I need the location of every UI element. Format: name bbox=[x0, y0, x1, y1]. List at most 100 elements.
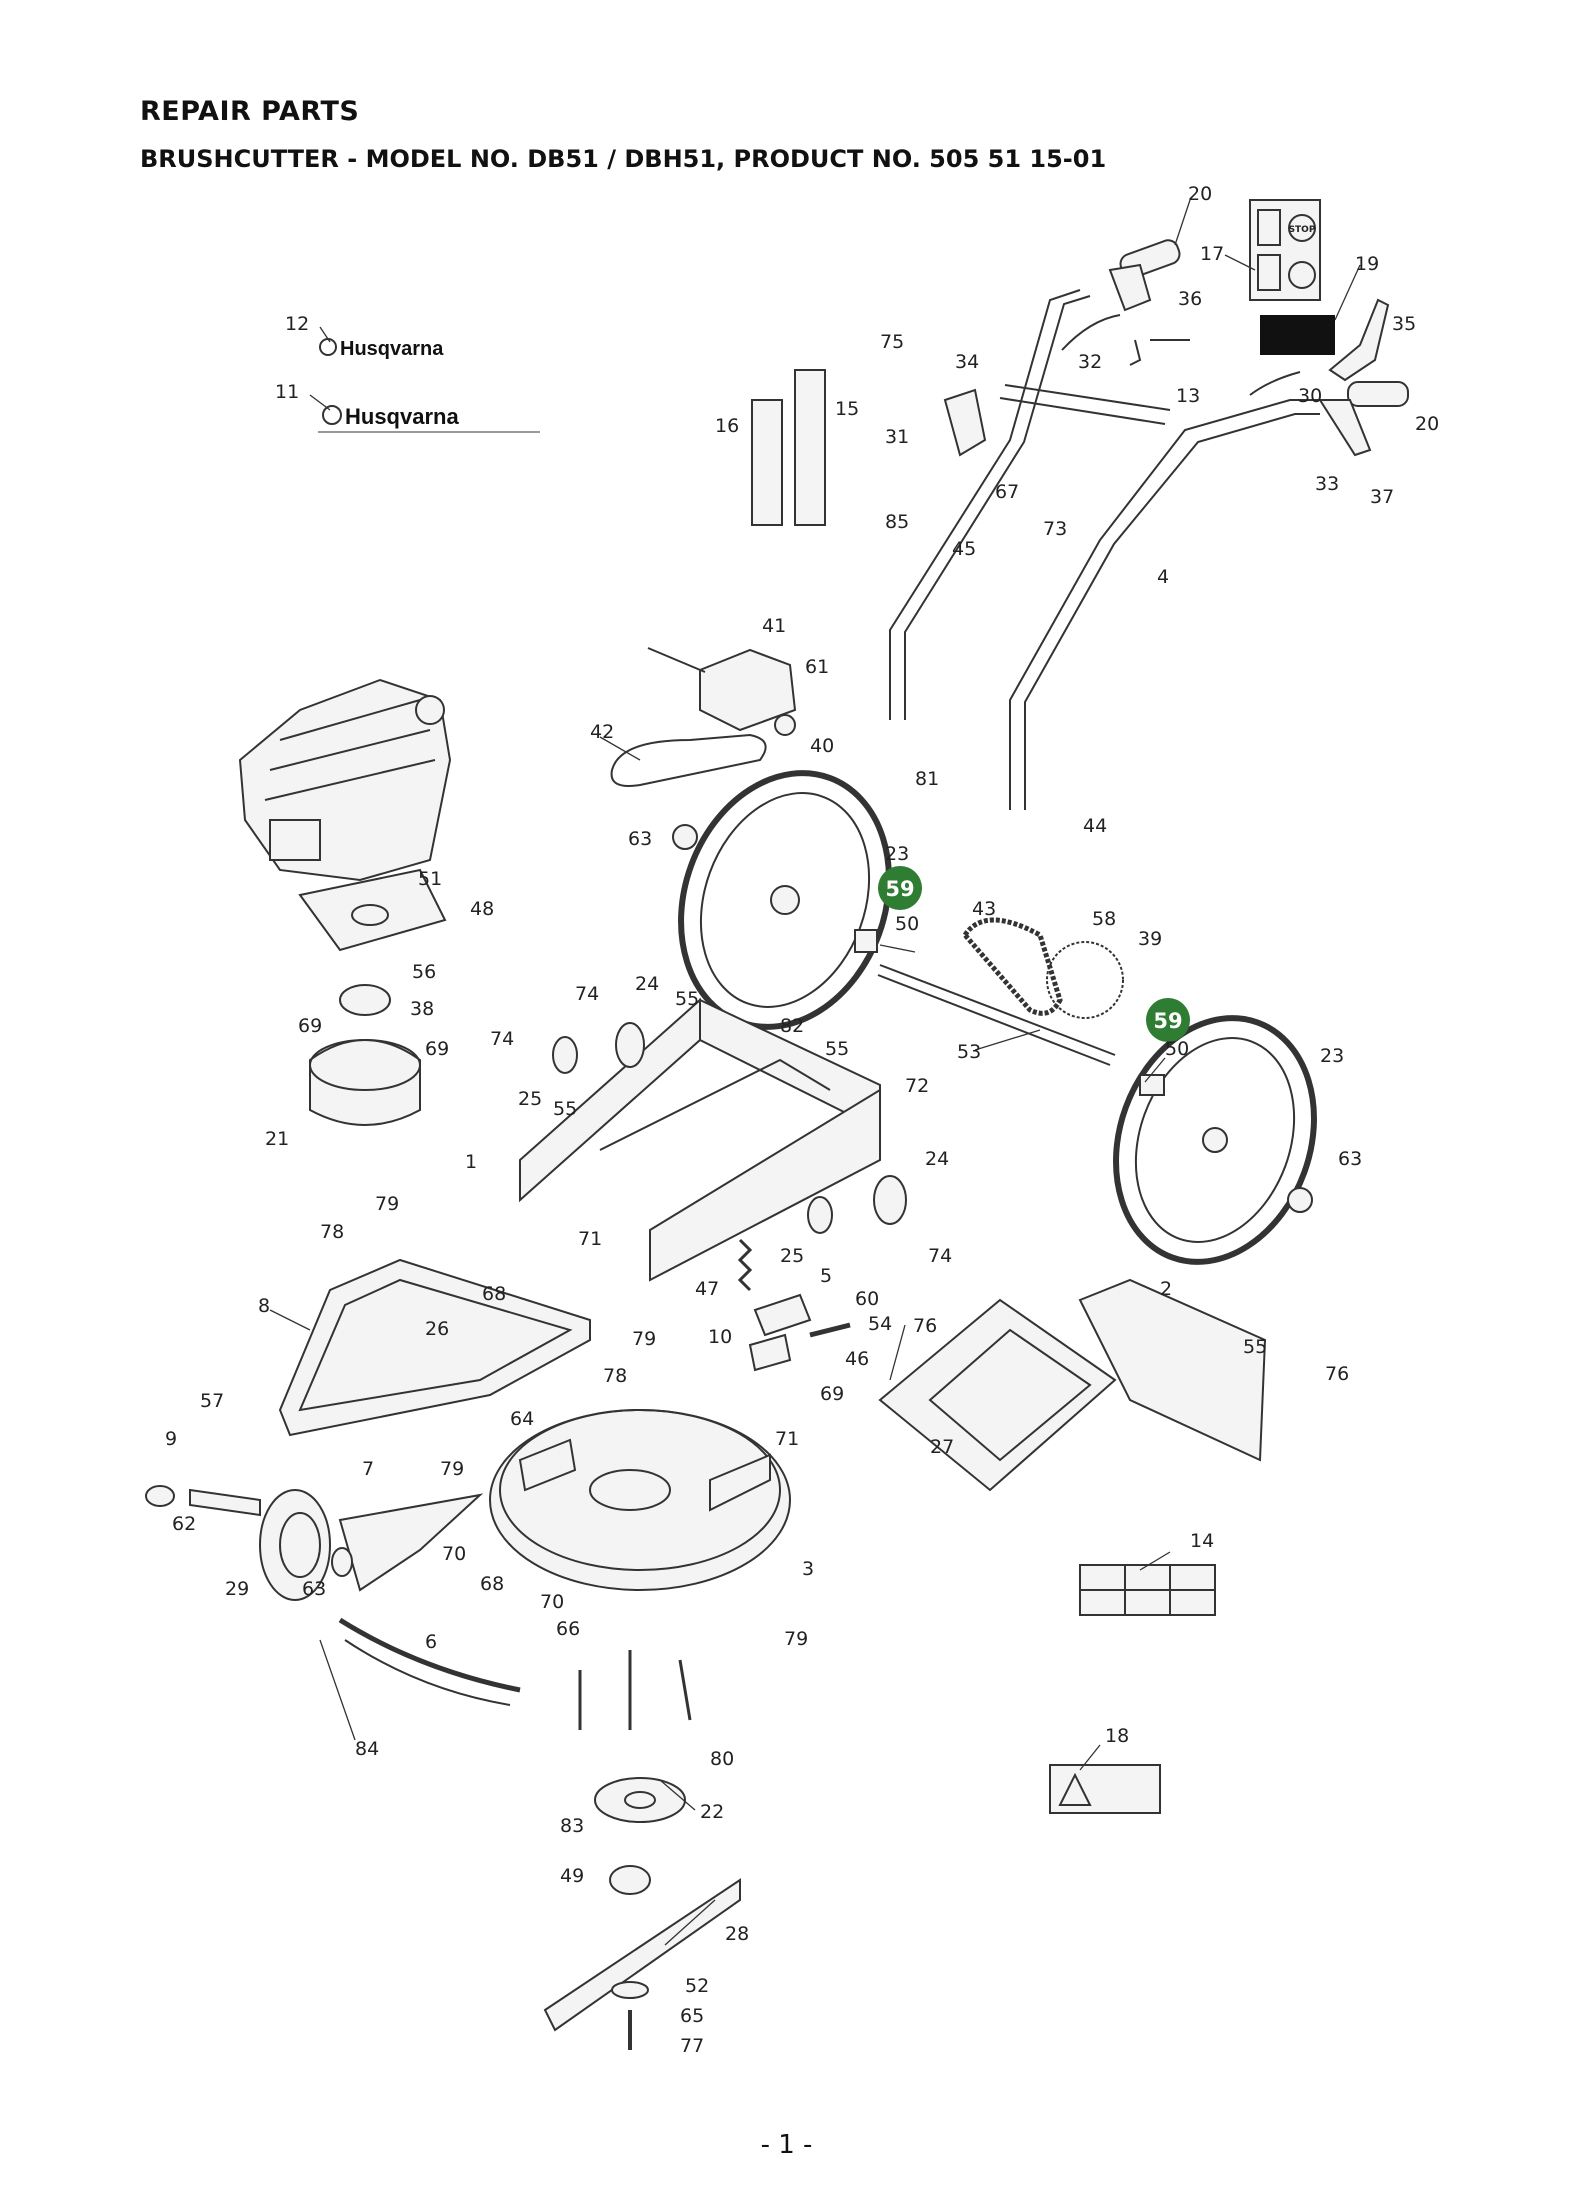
gearbox-41 bbox=[647, 647, 797, 732]
callout-77: 77 bbox=[680, 2035, 704, 2057]
blade-28 bbox=[543, 1878, 741, 2032]
callout-13: 13 bbox=[1176, 385, 1200, 407]
callout-81: 81 bbox=[915, 768, 939, 790]
callout-25: 25 bbox=[780, 1245, 804, 1267]
callout-23: 23 bbox=[1320, 1045, 1344, 1067]
decal-13 bbox=[1129, 339, 1190, 366]
front-wheel-29 bbox=[259, 1489, 331, 1601]
callout-12: 12 bbox=[285, 313, 309, 335]
callout-10: 10 bbox=[708, 1326, 732, 1348]
callout-16: 16 bbox=[715, 415, 739, 437]
decal-16 bbox=[751, 399, 783, 526]
knob-62 bbox=[145, 1485, 175, 1507]
callout-8: 8 bbox=[258, 1295, 270, 1317]
callout-24: 24 bbox=[925, 1148, 949, 1170]
callout-36: 36 bbox=[1178, 288, 1202, 310]
hubcap-63-front bbox=[331, 1547, 353, 1577]
page-number: - 1 - bbox=[760, 2130, 813, 2160]
callout-37: 37 bbox=[1370, 486, 1394, 508]
callout-70: 70 bbox=[442, 1543, 466, 1565]
callout-9: 9 bbox=[165, 1428, 177, 1450]
axle-53 bbox=[877, 964, 1116, 1066]
callout-55: 55 bbox=[825, 1038, 849, 1060]
skirt-6 bbox=[338, 1617, 521, 1706]
callout-40: 40 bbox=[810, 735, 834, 757]
callout-28: 28 bbox=[725, 1923, 749, 1945]
callout-72: 72 bbox=[905, 1075, 929, 1097]
callout-79: 79 bbox=[784, 1628, 808, 1650]
callout-70: 70 bbox=[540, 1591, 564, 1613]
callout-45: 45 bbox=[952, 538, 976, 560]
callout-32: 32 bbox=[1078, 351, 1102, 373]
callout-3: 3 bbox=[802, 1558, 814, 1580]
callout-79: 79 bbox=[375, 1193, 399, 1215]
bracket-10 bbox=[748, 1333, 792, 1372]
callout-43: 43 bbox=[972, 898, 996, 920]
callout-22: 22 bbox=[700, 1801, 724, 1823]
callout-14: 14 bbox=[1190, 1530, 1214, 1552]
rod-46 bbox=[809, 1322, 851, 1338]
callout-42: 42 bbox=[590, 721, 614, 743]
blade-housing-21 bbox=[309, 1039, 421, 1126]
callout-41: 41 bbox=[762, 615, 786, 637]
cutting-deck-3 bbox=[489, 1409, 791, 1591]
callout-71: 71 bbox=[578, 1228, 602, 1250]
callout-62: 62 bbox=[172, 1513, 196, 1535]
decal-11-husqvarna: Husqvarna bbox=[318, 404, 540, 433]
callout-82: 82 bbox=[780, 1015, 804, 1037]
callout-30: 30 bbox=[1298, 385, 1322, 407]
callout-75: 75 bbox=[880, 331, 904, 353]
highlight-badge-59-left: 59 bbox=[878, 866, 922, 910]
callout-68: 68 bbox=[482, 1283, 506, 1305]
control-lever-36 bbox=[1108, 263, 1152, 312]
callout-20: 20 bbox=[1188, 183, 1212, 205]
bushing-50-right bbox=[1139, 1074, 1165, 1096]
callout-34: 34 bbox=[955, 351, 979, 373]
callout-83: 83 bbox=[560, 1815, 584, 1837]
callout-54: 54 bbox=[868, 1313, 892, 1335]
callout-57: 57 bbox=[200, 1390, 224, 1412]
callout-65: 65 bbox=[680, 2005, 704, 2027]
callout-47: 47 bbox=[695, 1278, 719, 1300]
callout-55: 55 bbox=[1243, 1336, 1267, 1358]
callout-74: 74 bbox=[575, 983, 599, 1005]
long-bolts-80 bbox=[578, 1650, 692, 1730]
callout-74: 74 bbox=[490, 1028, 514, 1050]
hubcap-63-right bbox=[1287, 1187, 1313, 1213]
callout-4: 4 bbox=[1157, 566, 1169, 588]
decal-17-stop: STOP bbox=[1249, 199, 1321, 301]
callout-33: 33 bbox=[1315, 473, 1339, 495]
hubcap-63-left bbox=[672, 824, 698, 850]
svg-text:Husqvarna: Husqvarna bbox=[345, 404, 459, 429]
callout-38: 38 bbox=[410, 998, 434, 1020]
callout-69: 69 bbox=[820, 1383, 844, 1405]
callout-79: 79 bbox=[632, 1328, 656, 1350]
callout-69: 69 bbox=[298, 1015, 322, 1037]
callout-50: 50 bbox=[1165, 1038, 1189, 1060]
callout-27: 27 bbox=[930, 1436, 954, 1458]
callout-64: 64 bbox=[510, 1408, 534, 1430]
callout-67: 67 bbox=[995, 481, 1019, 503]
callout-19: 19 bbox=[1355, 253, 1379, 275]
lever-33-37 bbox=[1318, 399, 1372, 457]
callout-35: 35 bbox=[1392, 313, 1416, 335]
callout-18: 18 bbox=[1105, 1725, 1129, 1747]
callout-84: 84 bbox=[355, 1738, 379, 1760]
page-subtitle: BRUSHCUTTER - MODEL NO. DB51 / DBH51, PR… bbox=[140, 145, 1107, 173]
callout-76: 76 bbox=[1325, 1363, 1349, 1385]
callout-15: 15 bbox=[835, 398, 859, 420]
callout-73: 73 bbox=[1043, 518, 1067, 540]
warning-decal-18 bbox=[1049, 1764, 1161, 1814]
callout-46: 46 bbox=[845, 1348, 869, 1370]
rear-flap-27 bbox=[878, 1298, 1117, 1492]
callout-79: 79 bbox=[440, 1458, 464, 1480]
bushing-50-left bbox=[854, 929, 878, 953]
callout-55: 55 bbox=[553, 1098, 577, 1120]
stop-label: STOP bbox=[1289, 225, 1316, 235]
sprocket-39 bbox=[1046, 941, 1124, 1019]
callout-6: 6 bbox=[425, 1631, 437, 1653]
callout-53: 53 bbox=[957, 1041, 981, 1063]
callout-85: 85 bbox=[885, 511, 909, 533]
decal-15 bbox=[794, 369, 826, 526]
